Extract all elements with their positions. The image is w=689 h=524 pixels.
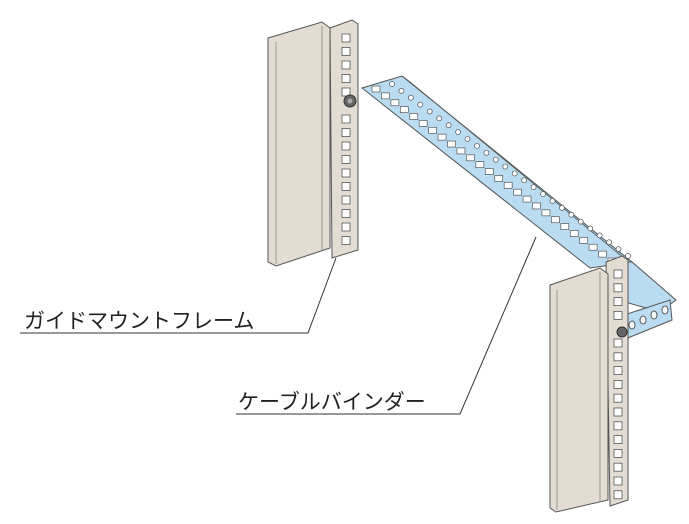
binder-slot: [399, 106, 409, 113]
binder-slot: [418, 120, 428, 127]
guide-mount-frame-left: [267, 19, 359, 267]
binder-hole: [559, 204, 565, 211]
leader-lines: [20, 236, 537, 415]
binder-hole: [625, 253, 631, 259]
square-hole: [341, 222, 351, 232]
binder-hole: [408, 94, 414, 101]
flange-hole: [628, 320, 636, 330]
binder-slot: [475, 161, 485, 169]
binder-slot: [513, 188, 522, 196]
binder-slot: [560, 223, 570, 230]
binder-slot: [437, 133, 447, 141]
binder-hole: [530, 184, 537, 191]
binder-hole: [455, 129, 461, 136]
square-hole: [341, 128, 351, 137]
binder-slot: [381, 92, 390, 100]
binder-hole: [483, 149, 490, 156]
square-hole: [341, 60, 351, 70]
binder-slot: [371, 85, 381, 93]
binder-slot: [532, 202, 541, 210]
binder-slot: [484, 168, 494, 175]
binder-hole: [587, 225, 594, 232]
binder-hole: [596, 232, 603, 239]
flange-hole: [639, 315, 647, 325]
flange-hole: [650, 310, 658, 320]
square-hole: [341, 209, 351, 218]
square-hole: [613, 338, 623, 348]
square-hole: [341, 47, 351, 56]
square-hole: [613, 407, 623, 417]
square-hole: [341, 168, 351, 178]
square-hole: [613, 476, 623, 486]
square-hole: [613, 297, 623, 307]
binder-slot: [447, 140, 456, 148]
square-hole: [613, 435, 623, 445]
binder-hole: [549, 198, 556, 204]
binder-slot: [456, 147, 466, 155]
binder-slot: [588, 243, 598, 251]
square-hole: [341, 114, 351, 124]
binder-slot: [494, 175, 504, 182]
cable-binder: [360, 75, 677, 343]
binder-hole: [464, 136, 471, 142]
binder-hole: [426, 108, 433, 115]
binder-hole: [417, 101, 424, 108]
square-hole: [341, 195, 351, 205]
square-hole: [341, 236, 351, 245]
square-hole: [613, 366, 623, 376]
binder-slot: [569, 230, 579, 237]
binder-slot: [390, 99, 400, 107]
square-hole: [613, 269, 623, 279]
flange-hole: [661, 305, 669, 315]
binder-hole: [568, 211, 575, 218]
square-hole: [613, 352, 623, 362]
square-hole: [613, 379, 623, 389]
binder-hole: [436, 115, 443, 122]
binder-hole: [492, 156, 499, 163]
screw-icon: [616, 326, 628, 338]
binder-slot: [522, 195, 532, 203]
binder-slot: [409, 113, 419, 120]
binder-hole: [389, 81, 395, 87]
guide-mount-frame-right: [549, 255, 629, 513]
binder-hole: [540, 191, 546, 197]
binder-hole: [474, 143, 480, 149]
binder-slot: [428, 126, 437, 134]
binder-hole: [606, 239, 612, 246]
binder-hole: [398, 88, 405, 94]
binder-slot: [503, 181, 513, 189]
binder-slot: [541, 209, 551, 217]
binder-hole: [502, 163, 509, 170]
square-hole: [341, 33, 351, 43]
binder-slot: [579, 237, 589, 244]
binder-hole: [511, 170, 518, 177]
binder-slot: [466, 154, 475, 162]
binder-hole: [445, 122, 452, 129]
binder-hole: [577, 218, 584, 225]
square-hole: [613, 393, 623, 403]
square-hole: [613, 448, 623, 458]
square-hole: [613, 310, 623, 320]
binder-slot: [598, 250, 607, 258]
cable-binder-label: ケーブルバインダー: [238, 390, 426, 414]
square-hole: [613, 283, 623, 293]
square-hole: [341, 141, 351, 151]
square-hole: [613, 462, 623, 472]
square-hole: [613, 490, 623, 500]
square-hole: [341, 155, 351, 164]
square-hole: [613, 421, 623, 431]
binder-hole: [521, 177, 528, 184]
square-hole: [341, 74, 351, 83]
binder-hole: [615, 246, 622, 252]
square-hole: [341, 182, 351, 191]
binder-slot: [551, 216, 560, 224]
guide-mount-frame-label: ガイドマウントフレーム: [24, 309, 255, 333]
